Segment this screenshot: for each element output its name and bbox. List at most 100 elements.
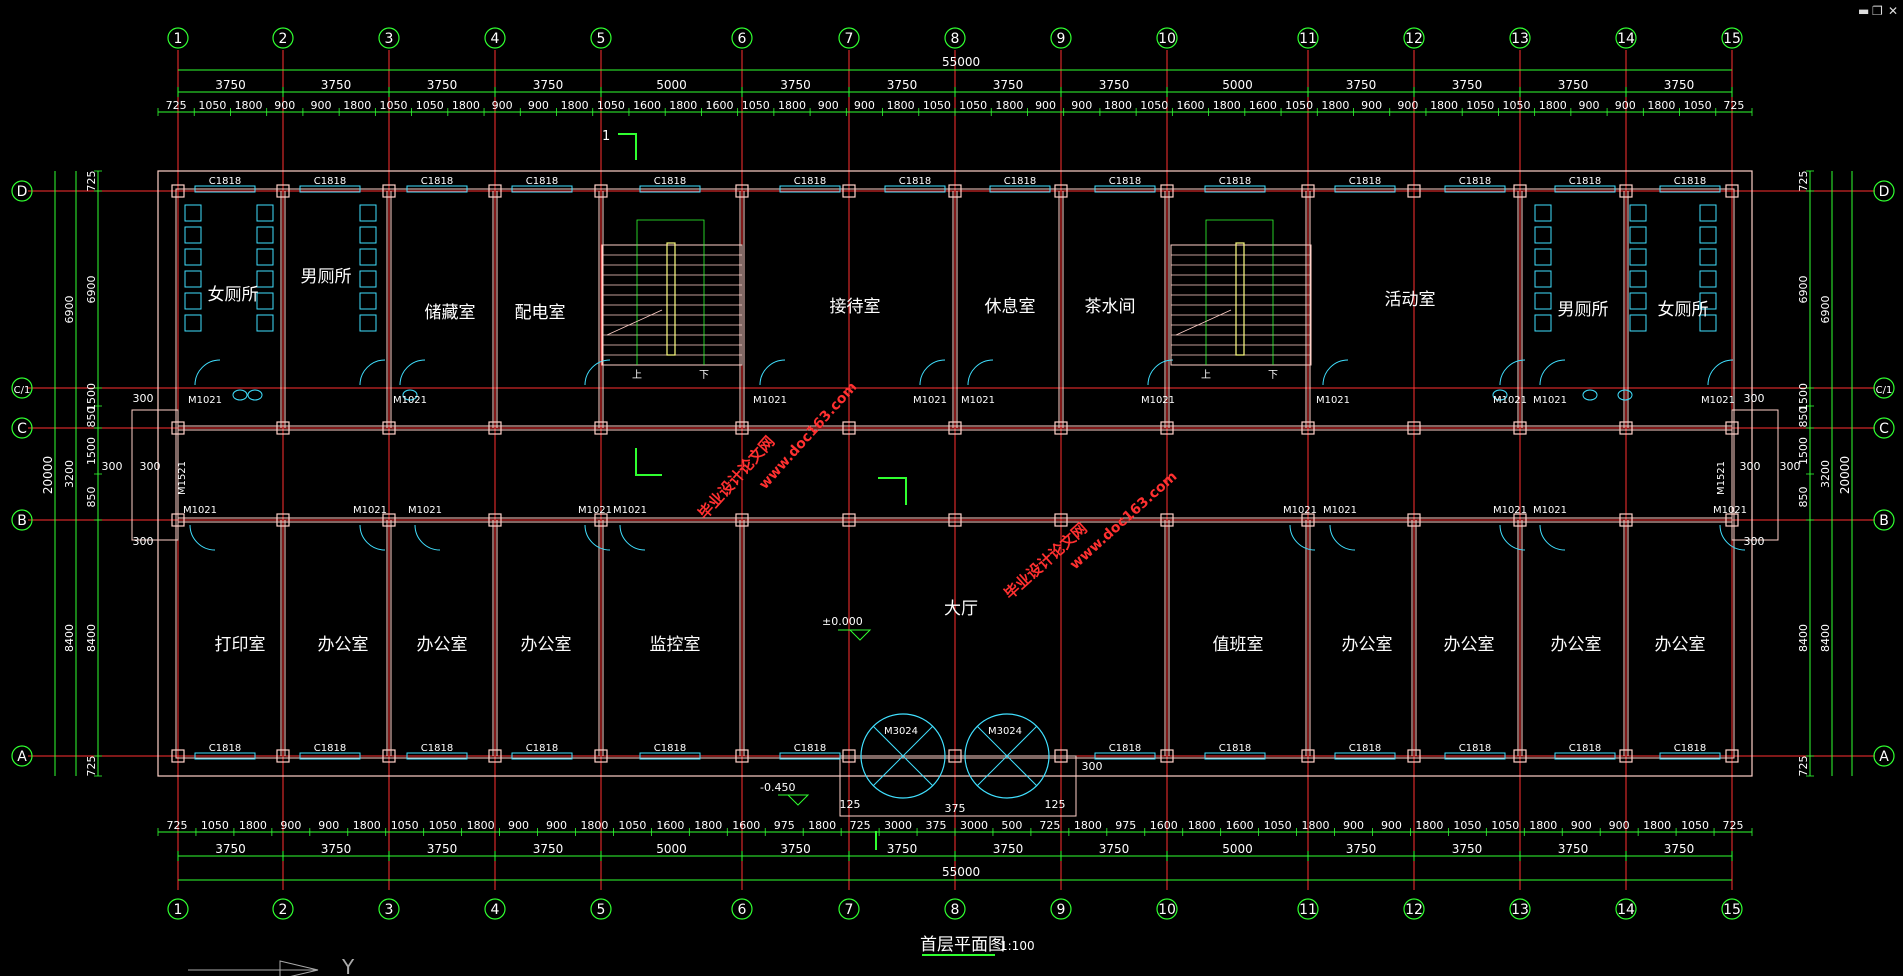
structural-column <box>1054 513 1068 527</box>
misc-dim-label: 300 <box>1744 535 1765 548</box>
span-dim-top-label: 3750 <box>427 78 458 92</box>
drawing-scale: 1:100 <box>1000 939 1035 953</box>
detail-dim-bottom-label: 1050 <box>1491 819 1519 832</box>
structural-column <box>1301 184 1315 198</box>
span-dim-bottom-label: 3750 <box>1346 842 1377 856</box>
toilet-fixture <box>184 292 202 310</box>
axis-label-col: 15 <box>1723 902 1741 918</box>
axis-bubble <box>11 180 33 202</box>
span-dim-bottom-label: 3750 <box>1664 842 1695 856</box>
detail-dim-top-label: 1800 <box>1321 99 1349 112</box>
axis-label-row: C/1 <box>1876 385 1893 396</box>
structural-column <box>1160 513 1174 527</box>
span-dim-bottom-label: 3750 <box>780 842 811 856</box>
detail-dim-top-label: 900 <box>1035 99 1056 112</box>
span-dim-bottom-label: 5000 <box>1222 842 1253 856</box>
room-label-lower: 办公室 <box>1551 635 1602 655</box>
door-swing <box>1499 524 1526 551</box>
window <box>1204 752 1266 760</box>
door-swing <box>414 524 441 551</box>
structural-column <box>735 749 749 763</box>
room-label-upper: 休息室 <box>985 297 1036 317</box>
restore-icon[interactable]: ❐ <box>1872 4 1883 18</box>
structural-column <box>1513 749 1527 763</box>
window-tag: C1818 <box>421 743 453 754</box>
axis-bubble <box>1873 377 1895 399</box>
door-tag: M1021 <box>183 505 217 516</box>
window <box>884 185 946 193</box>
level-floor: ±0.000 <box>822 615 863 628</box>
revolving-door-blade <box>976 725 1038 787</box>
toilet-fixture <box>256 248 274 266</box>
window-tag: C1818 <box>421 176 453 187</box>
section-marker <box>618 133 637 160</box>
structural-column <box>735 421 749 435</box>
detail-dim-top-label: 1800 <box>1213 99 1241 112</box>
structural-column <box>842 421 856 435</box>
axis-bubble <box>272 898 294 920</box>
door-tag: M1021 <box>578 505 612 516</box>
structural-column <box>488 749 502 763</box>
detail-dim-top-label: 1050 <box>1466 99 1494 112</box>
detail-dim-bottom-label: 1050 <box>618 819 646 832</box>
axis-label-col: 9 <box>1057 902 1066 918</box>
detail-dim-bottom-label: 725 <box>850 819 871 832</box>
window-tag: C1818 <box>1219 743 1251 754</box>
structural-column <box>488 513 502 527</box>
detail-dim-bottom-label: 1600 <box>1226 819 1254 832</box>
door-swing <box>1147 359 1174 386</box>
detail-dim-top-label: 1800 <box>1104 99 1132 112</box>
detail-dim-top-label: 1600 <box>706 99 734 112</box>
detail-dim-top-label: 1050 <box>742 99 770 112</box>
door-swing <box>919 359 946 386</box>
ucs-icon <box>279 960 319 976</box>
minimize-icon[interactable]: ▬ <box>1858 4 1870 18</box>
detail-dim-top-label: 1600 <box>633 99 661 112</box>
axis-label-row: D <box>1879 184 1890 200</box>
axis-bubble <box>838 27 860 49</box>
axis-bubble <box>272 27 294 49</box>
door-swing <box>1499 359 1526 386</box>
axis-label-row: A <box>17 749 27 765</box>
window <box>1554 752 1616 760</box>
misc-dim-label: 300 <box>1744 392 1765 405</box>
window <box>1444 752 1506 760</box>
detail-dim-top-label: 900 <box>1615 99 1636 112</box>
span-dim-bottom-label: 3750 <box>533 842 564 856</box>
room-label-lower: 值班室 <box>1213 635 1264 655</box>
window <box>639 185 701 193</box>
door-swing <box>359 359 386 386</box>
toilet-fixture <box>1699 226 1717 244</box>
detail-dim-top-label: 900 <box>818 99 839 112</box>
door-tag: M1021 <box>1323 505 1357 516</box>
axis-label-col: 1 <box>174 902 183 918</box>
window <box>1094 752 1156 760</box>
window-tag: C1818 <box>209 743 241 754</box>
side-door-tag: M1521 <box>177 461 188 495</box>
toilet-fixture <box>184 314 202 332</box>
axis-label-col: 6 <box>738 31 747 47</box>
door-swing <box>619 524 646 551</box>
axis-bubble <box>1403 27 1425 49</box>
structural-column <box>1407 749 1421 763</box>
section-mark: 1 <box>602 129 610 144</box>
detail-dim-top-label: 1050 <box>1503 99 1531 112</box>
toilet-fixture <box>359 270 377 288</box>
detail-dim-top-label: 1800 <box>1647 99 1675 112</box>
total-depth-left: 20000 <box>41 456 55 494</box>
structural-column <box>735 513 749 527</box>
span-dim-top-label: 3750 <box>780 78 811 92</box>
window-tag: C1818 <box>314 176 346 187</box>
close-icon[interactable]: ✕ <box>1888 4 1899 18</box>
toilet-fixture <box>1629 270 1647 288</box>
axis-bubble <box>11 509 33 531</box>
door-tag: M1021 <box>353 505 387 516</box>
window-tag: C1818 <box>1674 176 1706 187</box>
detail-dim-bottom-label: 975 <box>774 819 795 832</box>
detail-dim-bottom-label: 975 <box>1115 819 1136 832</box>
right-dim-label: 725 <box>1797 756 1810 777</box>
detail-dim-top-label: 1800 <box>1430 99 1458 112</box>
window-tag: C1818 <box>654 743 686 754</box>
